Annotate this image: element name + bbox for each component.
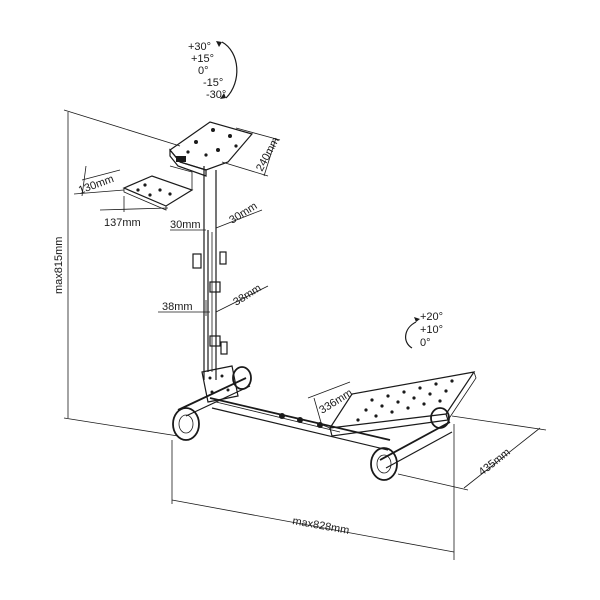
wheel-rear-right (430, 407, 450, 429)
mast-knob-lower (220, 341, 228, 355)
wheel-front-left (172, 407, 200, 441)
mast (192, 166, 228, 380)
arrowhead-icon (220, 93, 226, 99)
dimension-max-length: max828mm (171, 424, 455, 560)
dimension-side-plate-width: 130mm (73, 165, 125, 197)
pedal-tilt-indicator: +20° +10° 0° (405, 311, 443, 349)
dimension-lower-mast-left: 38mm (158, 300, 210, 316)
steering-tilt-label: 0° (198, 65, 209, 77)
svg-text:240mm: 240mm (254, 135, 282, 173)
pedal-tilt-label: +10° (420, 324, 443, 336)
pedal-tilt-arc (405, 321, 417, 349)
svg-text:38mm: 38mm (162, 301, 193, 313)
svg-text:30mm: 30mm (227, 200, 259, 226)
dimension-mast-width-right: 30mm (215, 200, 263, 229)
pedal-tilt-label: +20° (420, 311, 443, 323)
dimension-lower-mast-right: 38mm (215, 282, 269, 313)
steering-mount-plate (169, 121, 254, 177)
side-adapter-plate (122, 165, 194, 211)
steering-tilt-label: +15° (191, 53, 214, 65)
dimension-base-depth: 435mm (397, 415, 547, 491)
mast-knob-upper (192, 253, 202, 269)
steering-tilt-label: -30° (206, 89, 226, 101)
steering-tilt-indicator: +30° +15° 0° -15° -30° (188, 41, 238, 101)
base-frame (177, 365, 453, 469)
svg-text:max828mm: max828mm (291, 515, 350, 537)
svg-text:max815mm: max815mm (53, 237, 65, 294)
svg-text:336mm: 336mm (317, 387, 354, 417)
wheel-front-right (370, 447, 398, 481)
wheel-rear-left (232, 366, 252, 390)
dimension-max-height: max815mm (53, 109, 181, 437)
dimension-mast-width-left: 30mm (170, 219, 206, 231)
svg-text:30mm: 30mm (170, 219, 201, 231)
steering-tilt-arc (221, 41, 238, 99)
arrowhead-icon (216, 41, 222, 47)
pedal-plate (328, 371, 477, 437)
dimension-pedal-width: 336mm (307, 381, 355, 429)
dimension-side-plate-length: 137mm (99, 196, 169, 229)
svg-text:137mm: 137mm (104, 217, 141, 229)
steering-tilt-label: +30° (188, 41, 211, 53)
svg-text:435mm: 435mm (476, 446, 512, 478)
arrowhead-icon (414, 317, 420, 322)
svg-text:38mm: 38mm (231, 282, 263, 308)
steering-tilt-label: -15° (203, 77, 223, 89)
pedal-tilt-label: 0° (420, 337, 431, 349)
